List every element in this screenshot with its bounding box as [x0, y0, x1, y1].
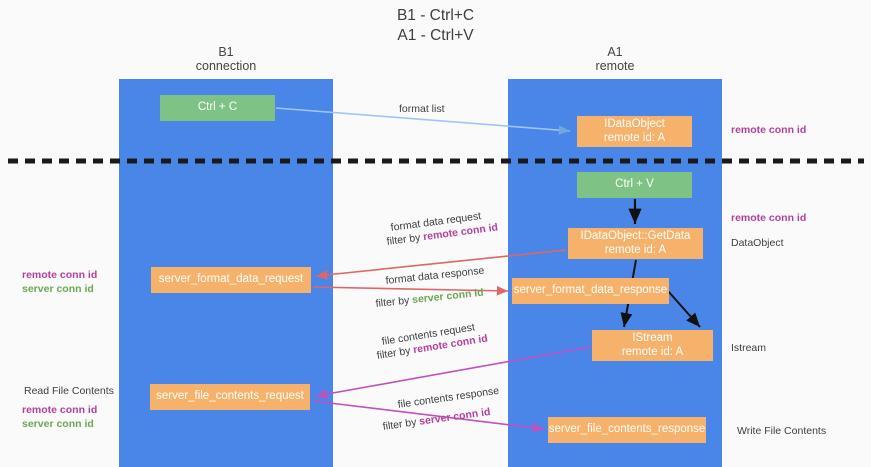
title-line-1: B1 - Ctrl+C: [396, 7, 475, 24]
node-server-file-contents-request-label: server_file_contents_request: [156, 390, 304, 403]
annotation-left-remote-conn-id-mid: remote conn id: [22, 269, 98, 281]
edge-label-format-data-response-filter: filter by server conn id: [375, 287, 484, 311]
annotation-dataobject: DataObject: [731, 236, 784, 250]
annotation-left-conn-ids-mid: remote conn id server conn id: [22, 268, 97, 296]
node-getdata-title: IDataObject::GetData: [580, 230, 691, 242]
annotation-read-file-contents-text: Read File Contents: [24, 385, 114, 397]
node-idataobject-title: IDataObject: [604, 118, 665, 130]
node-istream-subtitle: remote id: A: [621, 345, 684, 358]
node-server-format-data-response[interactable]: server_format_data_response: [512, 278, 669, 304]
lane-header-b1: B1 connection: [119, 45, 333, 73]
lane-header-b1-role: connection: [195, 59, 257, 73]
node-istream-title: IStream: [632, 332, 673, 344]
annotation-left-server-conn-id-bottom: server conn id: [22, 418, 94, 430]
lane-header-b1-name: B1: [218, 45, 234, 59]
annotation-dataobject-text: DataObject: [731, 237, 784, 249]
annotation-read-file-contents: Read File Contents: [24, 384, 114, 398]
annotation-left-server-conn-id-mid: server conn id: [22, 283, 94, 295]
annotation-write-file-contents: Write File Contents: [737, 424, 826, 438]
annotation-remote-conn-id-mid-text: remote conn id: [731, 212, 807, 224]
filter-prefix: filter by: [375, 294, 413, 310]
node-server-file-contents-response[interactable]: server_file_contents_response: [548, 417, 706, 443]
node-ctrl-v-label: Ctrl + V: [615, 178, 654, 191]
edge-label-format-data-response: format data response: [385, 265, 485, 288]
node-ctrl-v[interactable]: Ctrl + V: [577, 172, 692, 198]
filter-prefix: filter by: [376, 344, 415, 362]
annotation-left-conn-ids-bottom: remote conn id server conn id: [22, 403, 97, 431]
node-getdata-subtitle: remote id: A: [604, 243, 667, 256]
edge-label-format-data-response-text: format data response: [385, 264, 485, 287]
node-server-format-data-response-label: server_format_data_response: [513, 284, 668, 297]
title-line-2: A1 - Ctrl+V: [397, 27, 474, 44]
node-idataobject[interactable]: IDataObject remote id: A: [577, 116, 692, 147]
node-server-format-data-request-label: server_format_data_request: [158, 273, 304, 286]
annotation-remote-conn-id-top: remote conn id: [731, 123, 806, 137]
annotation-istream: Istream: [731, 341, 766, 355]
edge-label-format-list: format list: [399, 103, 445, 115]
node-server-format-data-request[interactable]: server_format_data_request: [151, 267, 311, 293]
node-server-file-contents-request[interactable]: server_file_contents_request: [150, 384, 310, 410]
node-ctrl-c[interactable]: Ctrl + C: [160, 95, 275, 121]
page-title: B1 - Ctrl+C A1 - Ctrl+V: [0, 6, 871, 46]
node-idataobject-getdata[interactable]: IDataObject::GetData remote id: A: [568, 228, 703, 259]
filter-prefix: filter by: [382, 415, 421, 433]
annotation-istream-text: Istream: [731, 342, 767, 354]
node-istream[interactable]: IStream remote id: A: [592, 330, 713, 361]
filter-key-server-conn-id: server conn id: [411, 286, 485, 307]
node-idataobject-subtitle: remote id: A: [603, 131, 666, 144]
annotation-left-remote-conn-id-bottom: remote conn id: [22, 404, 98, 416]
annotation-remote-conn-id-mid: remote conn id: [731, 211, 806, 225]
lane-header-a1-role: remote: [595, 59, 635, 73]
annotation-remote-conn-id-top-text: remote conn id: [731, 124, 807, 136]
node-server-file-contents-response-label: server_file_contents_response: [548, 423, 706, 436]
lane-header-a1: A1 remote: [508, 45, 722, 73]
node-ctrl-c-label: Ctrl + C: [197, 101, 238, 114]
lane-header-a1-name: A1: [607, 45, 623, 59]
annotation-write-file-contents-text: Write File Contents: [737, 425, 827, 437]
filter-key-server-conn-id: server conn id: [418, 405, 492, 428]
